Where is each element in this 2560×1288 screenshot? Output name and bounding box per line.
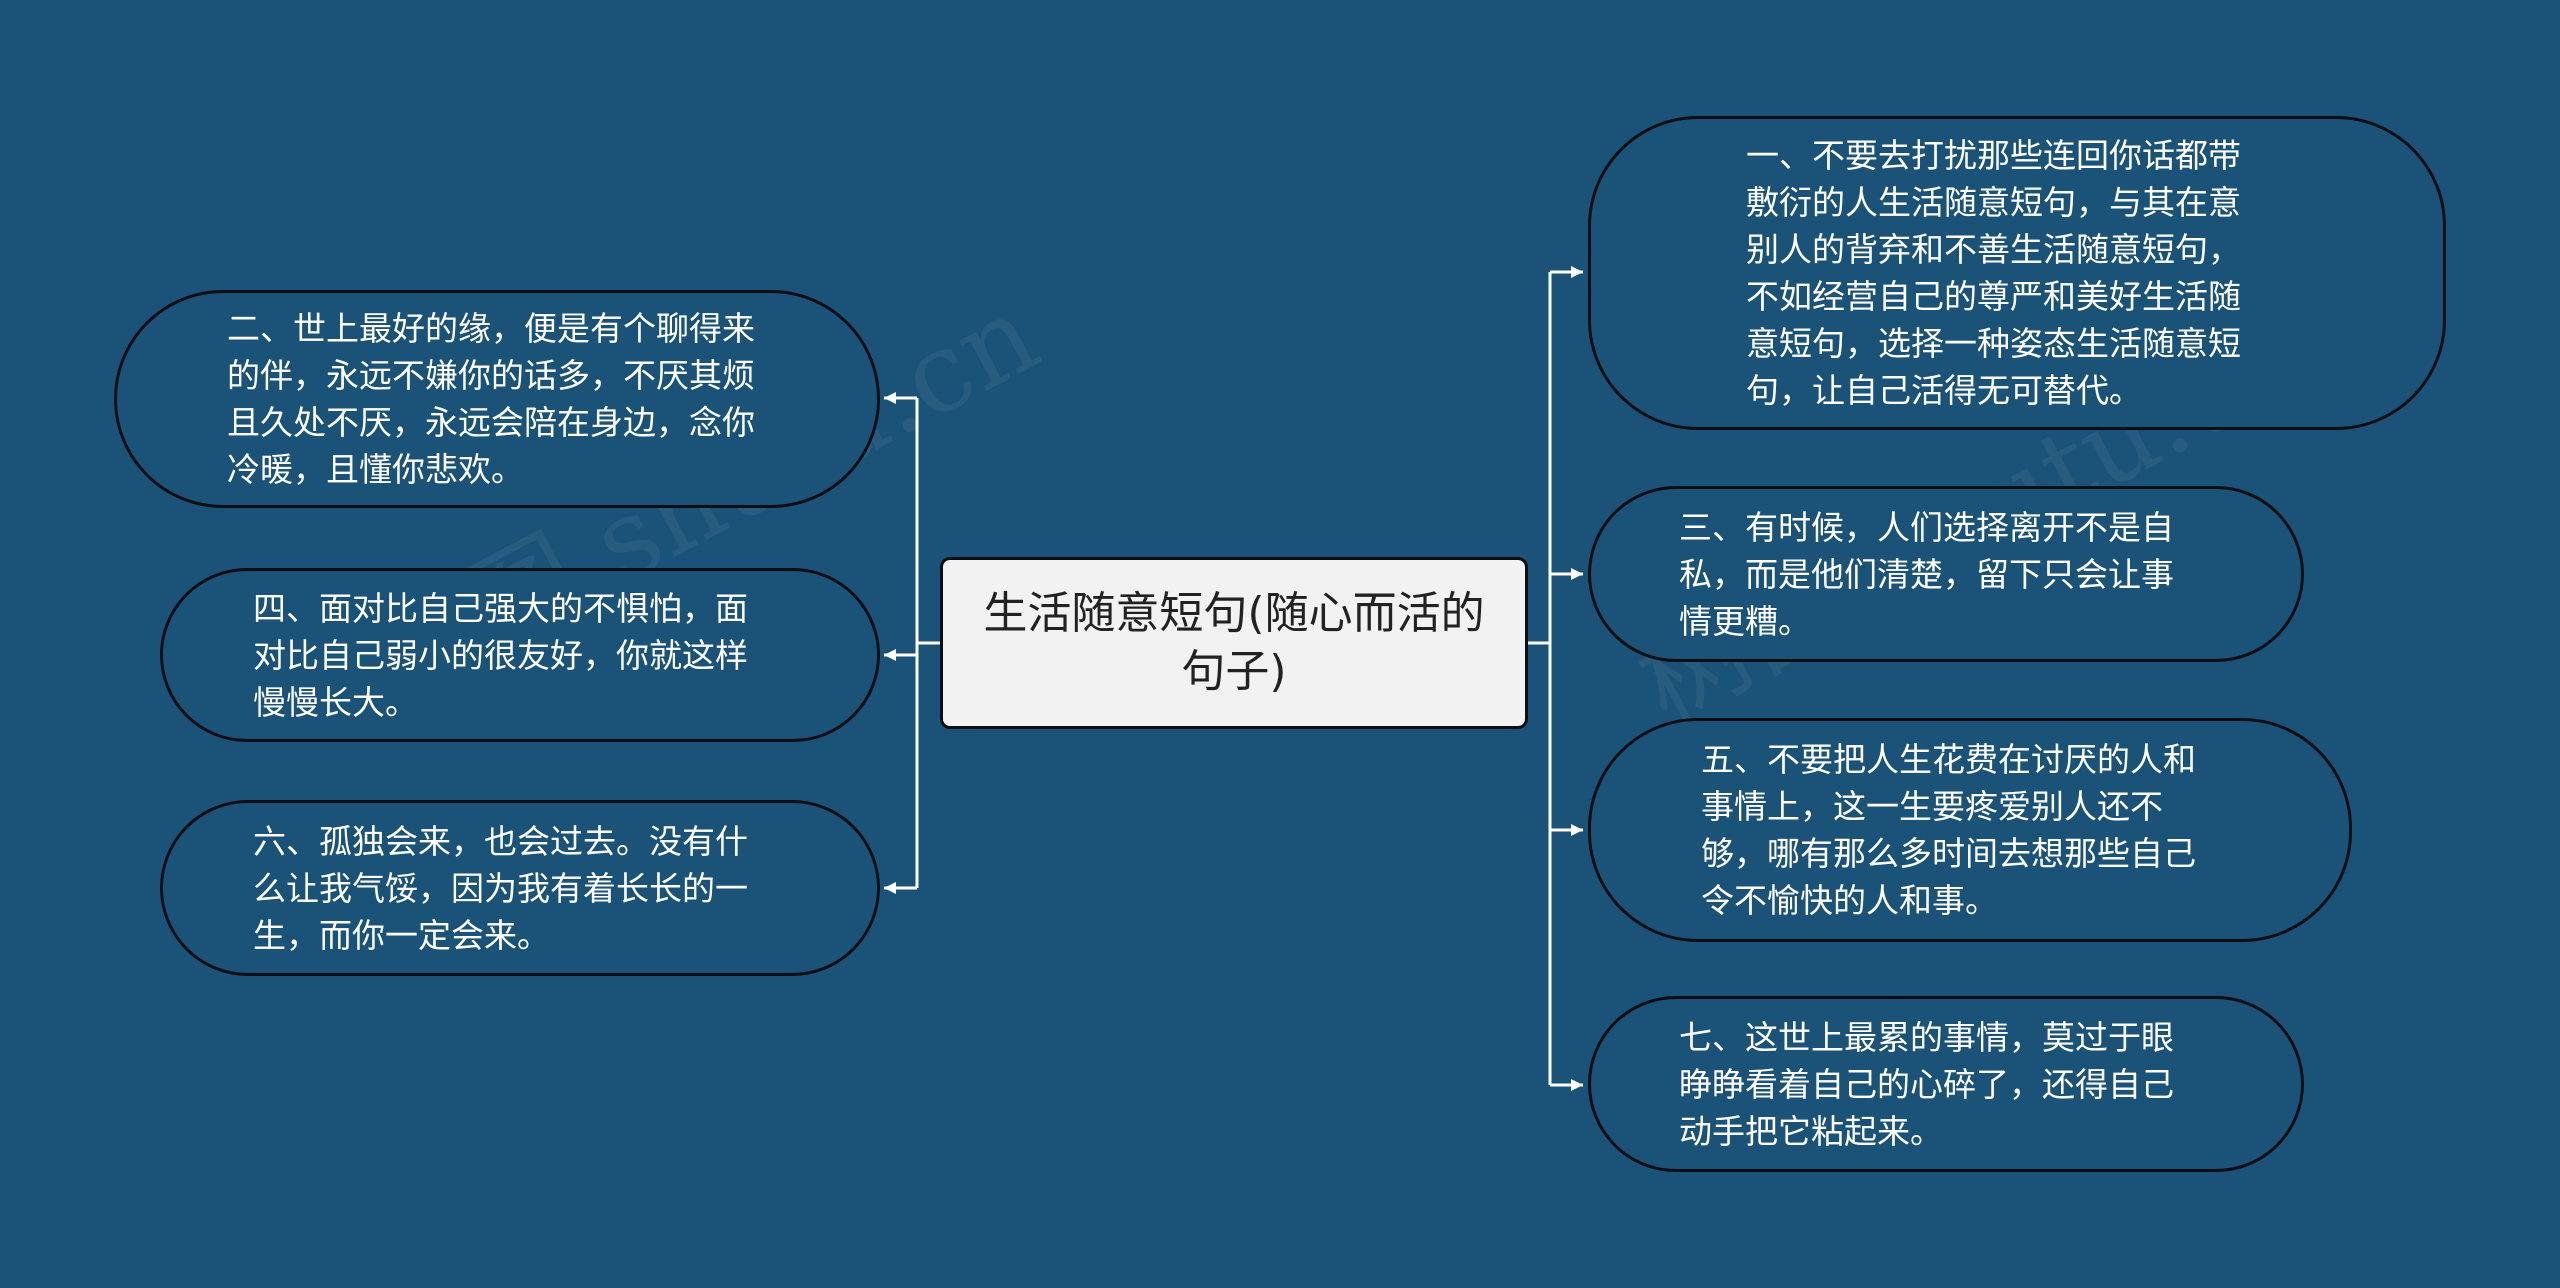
topic-node-2[interactable]: 二、世上最好的缘，便是有个聊得来的伴，永远不嫌你的话多，不厌其烦且久处不厌，永远… <box>114 290 880 508</box>
topic-node-5[interactable]: 五、不要把人生花费在讨厌的人和事情上，这一生要疼爱别人还不够，哪有那么多时间去想… <box>1588 718 2352 942</box>
connector-left-trunk <box>915 398 940 888</box>
central-topic-label: 生活随意短句(随心而活的句子) <box>983 588 1485 697</box>
topic-node-4-text: 四、面对比自己强大的不惧怕，面对比自己弱小的很友好，你就这样慢慢长大。 <box>253 588 748 722</box>
topic-node-3[interactable]: 三、有时候，人们选择离开不是自私，而是他们清楚，留下只会让事情更糟。 <box>1588 486 2304 662</box>
central-topic[interactable]: 生活随意短句(随心而活的句子) <box>940 557 1528 729</box>
connector-right-trunk <box>1528 272 1552 1085</box>
topic-node-6-text: 六、孤独会来，也会过去。没有什么让我气馁，因为我有着长长的一生，而你一定会来。 <box>253 821 748 955</box>
topic-node-3-text: 三、有时候，人们选择离开不是自私，而是他们清楚，留下只会让事情更糟。 <box>1679 507 2174 641</box>
topic-node-7-text: 七、这世上最累的事情，莫过于眼睁睁看着自己的心碎了，还得自己动手把它粘起来。 <box>1679 1017 2174 1151</box>
topic-node-5-text: 五、不要把人生花费在讨厌的人和事情上，这一生要疼爱别人还不够，哪有那么多时间去想… <box>1701 740 2196 920</box>
topic-node-2-text: 二、世上最好的缘，便是有个聊得来的伴，永远不嫌你的话多，不厌其烦且久处不厌，永远… <box>227 309 755 489</box>
topic-node-1[interactable]: 一、不要去打扰那些连回你话都带敷衍的人生活随意短句，与其在意别人的背弃和不善生活… <box>1588 116 2446 430</box>
topic-node-6[interactable]: 六、孤独会来，也会过去。没有什么让我气馁，因为我有着长长的一生，而你一定会来。 <box>160 800 880 976</box>
topic-node-4[interactable]: 四、面对比自己强大的不惧怕，面对比自己弱小的很友好，你就这样慢慢长大。 <box>160 568 880 742</box>
topic-node-1-text: 一、不要去打扰那些连回你话都带敷衍的人生活随意短句，与其在意别人的背弃和不善生活… <box>1746 136 2241 410</box>
topic-node-7[interactable]: 七、这世上最累的事情，莫过于眼睁睁看着自己的心碎了，还得自己动手把它粘起来。 <box>1588 996 2304 1172</box>
